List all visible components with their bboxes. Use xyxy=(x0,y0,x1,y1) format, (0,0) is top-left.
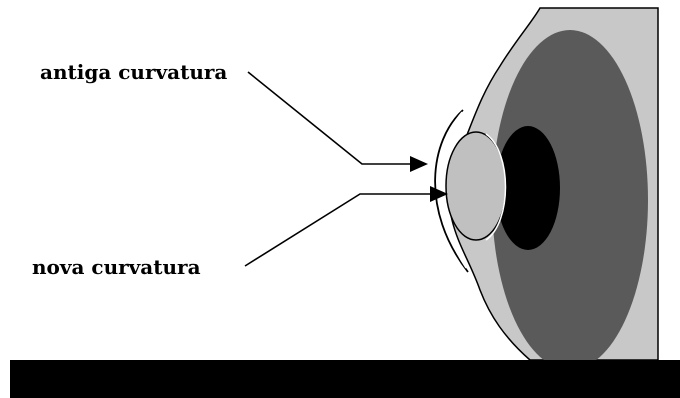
leader-line-old xyxy=(248,72,412,164)
leader-line-new xyxy=(245,194,430,266)
label-old-curvature: antiga curvatura xyxy=(40,62,227,82)
label-new-curvature: nova curvatura xyxy=(32,257,201,277)
bottom-black-bar xyxy=(10,360,680,398)
arrow-right-icon xyxy=(410,156,428,172)
